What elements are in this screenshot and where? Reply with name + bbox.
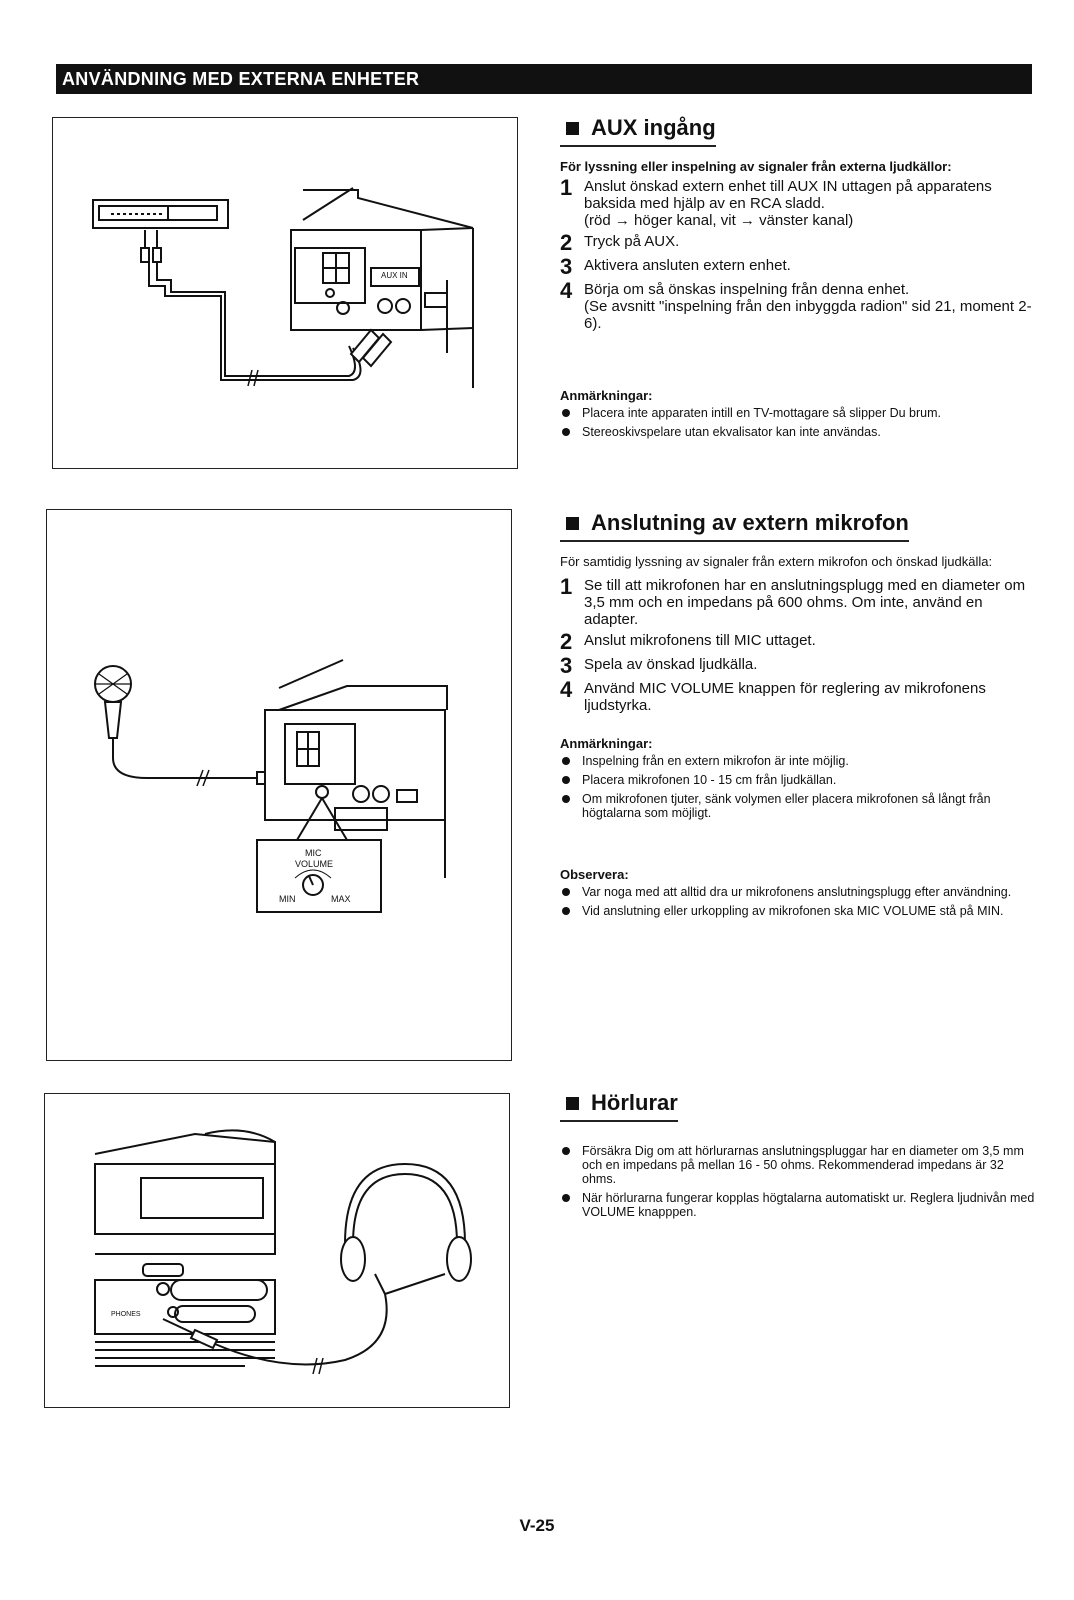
aux-step-4: 4 Börja om så önskas inspelning från den… xyxy=(560,278,1032,333)
bullet-icon xyxy=(562,1194,570,1202)
square-bullet-icon xyxy=(566,516,579,530)
mic-diagram: MIC VOLUME MIN MAX xyxy=(94,659,448,913)
mic-observe-item: Vid anslutning eller urkoppling av mikro… xyxy=(560,904,1038,918)
mic-note: Inspelning från en extern mikrofon är in… xyxy=(560,754,1038,768)
aux-diagram: AUX IN xyxy=(92,187,474,388)
page-number: V-25 xyxy=(519,1516,555,1535)
aux-lead: För lyssning eller inspelning av signale… xyxy=(560,159,952,174)
aux-notes-title: Anmärkningar: xyxy=(560,388,653,403)
aux-section: AUX ingång För lyssning eller inspelning… xyxy=(560,115,1038,444)
mic-notes-title: Anmärkningar: xyxy=(560,736,653,751)
mic-step-2: 2 Anslut mikrofonens till MIC uttaget. xyxy=(560,629,816,654)
bullet-icon xyxy=(562,888,570,896)
mic-step-3: 3 Spela av önskad ljudkälla. xyxy=(560,653,758,678)
headphones-item: När hörlurarna fungerar kopplas högtalar… xyxy=(560,1191,1038,1219)
page-header: ANVÄNDNING MED EXTERNA ENHETER xyxy=(56,64,1032,94)
bullet-icon xyxy=(562,907,570,915)
square-bullet-icon xyxy=(566,121,579,135)
mic-section: Anslutning av extern mikrofon För samtid… xyxy=(560,510,1038,923)
bullet-icon xyxy=(562,1147,570,1155)
headphones-item: Försäkra Dig om att hörlurarnas anslutni… xyxy=(560,1144,1038,1186)
max-label: MAX xyxy=(331,894,351,904)
headphones-diagram: PHONES xyxy=(94,1129,472,1375)
bullet-icon xyxy=(562,428,570,436)
min-label: MIN xyxy=(279,894,296,904)
mic-step-1: 1 Se till att mikrofonen har en anslutni… xyxy=(560,574,1026,629)
aux-connection-illustration: AUX IN xyxy=(52,117,518,469)
volume-label: VOLUME xyxy=(295,859,333,869)
aux-note: Stereoskivspelare utan ekvalisator kan i… xyxy=(560,425,1038,439)
mic-observe-item: Var noga med att alltid dra ur mikrofone… xyxy=(560,885,1038,899)
mic-note: Placera mikrofonen 10 - 15 cm från ljudk… xyxy=(560,773,1038,787)
square-bullet-icon xyxy=(566,1096,579,1110)
mic-title: Anslutning av extern mikrofon xyxy=(560,510,909,542)
headphones-section: Hörlurar Försäkra Dig om att hörlurarnas… xyxy=(560,1090,1038,1224)
aux-step-1: 1 Anslut önskad extern enhet till AUX IN… xyxy=(560,175,992,230)
headphones-title: Hörlurar xyxy=(560,1090,678,1122)
aux-step-3: 3 Aktivera ansluten extern enhet. xyxy=(560,254,791,279)
phones-label: PHONES xyxy=(111,1311,141,1318)
aux-title: AUX ingång xyxy=(560,115,716,147)
mic-connection-illustration: MIC VOLUME MIN MAX xyxy=(46,509,512,1061)
headphones-illustration: PHONES xyxy=(44,1093,510,1408)
aux-step-2: 2 Tryck på AUX. xyxy=(560,230,680,255)
mic-label: MIC xyxy=(305,848,322,858)
bullet-icon xyxy=(562,795,570,803)
bullet-icon xyxy=(562,776,570,784)
bullet-icon xyxy=(562,409,570,417)
mic-observe-title: Observera: xyxy=(560,867,629,882)
bullet-icon xyxy=(562,757,570,765)
aux-in-label: AUX IN xyxy=(381,271,408,280)
mic-lead: För samtidig lyssning av signaler från e… xyxy=(560,554,993,569)
mic-note: Om mikrofonen tjuter, sänk volymen eller… xyxy=(560,792,1038,820)
aux-note: Placera inte apparaten intill en TV-mott… xyxy=(560,406,1038,420)
mic-step-4: 4 Använd MIC VOLUME knappen för reglerin… xyxy=(560,677,986,715)
